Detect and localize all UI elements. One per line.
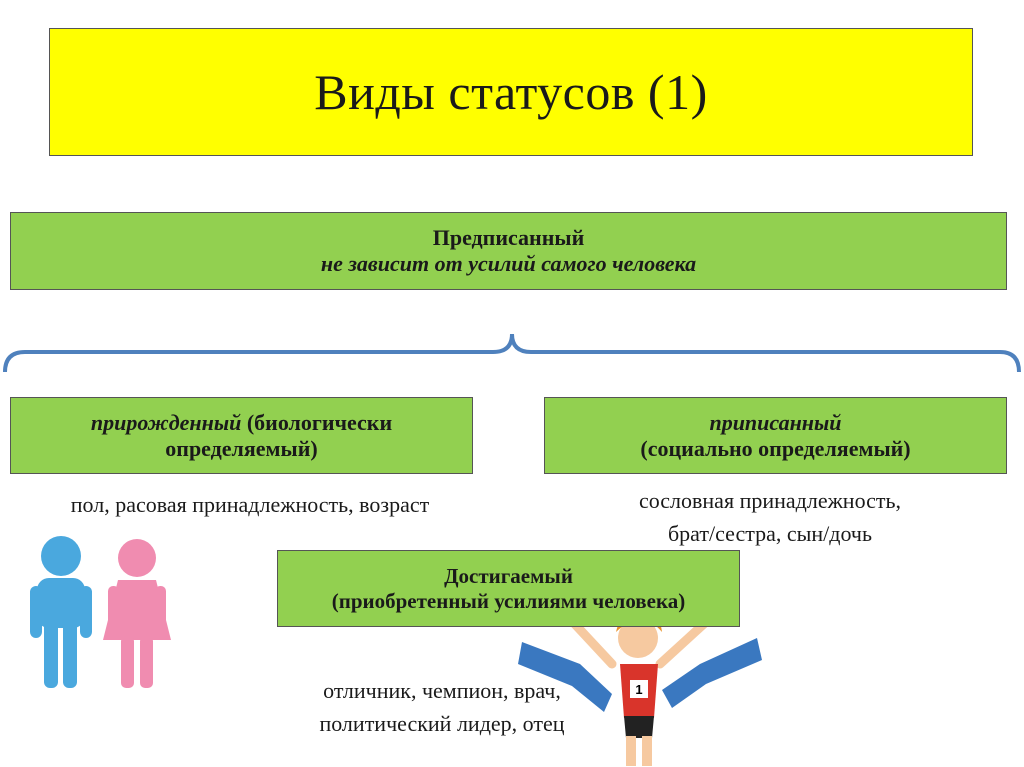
- finish-ribbon-icon: [518, 638, 762, 712]
- ascribed-box: приписанный (социально определяемый): [544, 397, 1007, 474]
- achieved-examples: отличник, чемпион, врач, политический ли…: [272, 674, 612, 740]
- prescribed-label: Предписанный: [432, 225, 585, 251]
- ascribed-examples: сословная принадлежность, брат/сестра, с…: [560, 484, 980, 550]
- achieved-description: (приобретенный усилиями человека): [331, 588, 686, 613]
- innate-label-italic: прирожденный: [90, 409, 242, 435]
- prescribed-box: Предписанный не зависит от усилий самого…: [10, 212, 1007, 290]
- runner-bib-number: 1: [635, 682, 642, 697]
- innate-box: прирожденный (биологически определяемый): [10, 397, 473, 474]
- ascribed-label-line2: (социально определяемый): [640, 435, 911, 461]
- achieved-examples-line2: политический лидер, отец: [319, 711, 565, 736]
- innate-examples: пол, расовая принадлежность, возраст: [70, 492, 430, 517]
- page-title: Виды статусов (1): [314, 64, 708, 120]
- achieved-label: Достигаемый: [444, 563, 573, 588]
- innate-label-rest: (биологически: [241, 409, 393, 435]
- male-figure-icon: [30, 536, 92, 688]
- ascribed-examples-line2: брат/сестра, сын/дочь: [667, 521, 873, 546]
- title-box: Виды статусов (1): [49, 28, 973, 156]
- achieved-box: Достигаемый (приобретенный усилиями чело…: [277, 550, 740, 627]
- innate-label-line2: определяемый): [165, 435, 318, 461]
- female-figure-icon: [103, 539, 171, 688]
- brace-connector: [3, 333, 1021, 373]
- ascribed-label-italic: приписанный: [709, 409, 842, 435]
- ascribed-examples-line1: сословная принадлежность,: [638, 488, 902, 513]
- prescribed-description: не зависит от усилий самого человека: [320, 251, 697, 276]
- achieved-examples-line1: отличник, чемпион, врач,: [323, 678, 561, 703]
